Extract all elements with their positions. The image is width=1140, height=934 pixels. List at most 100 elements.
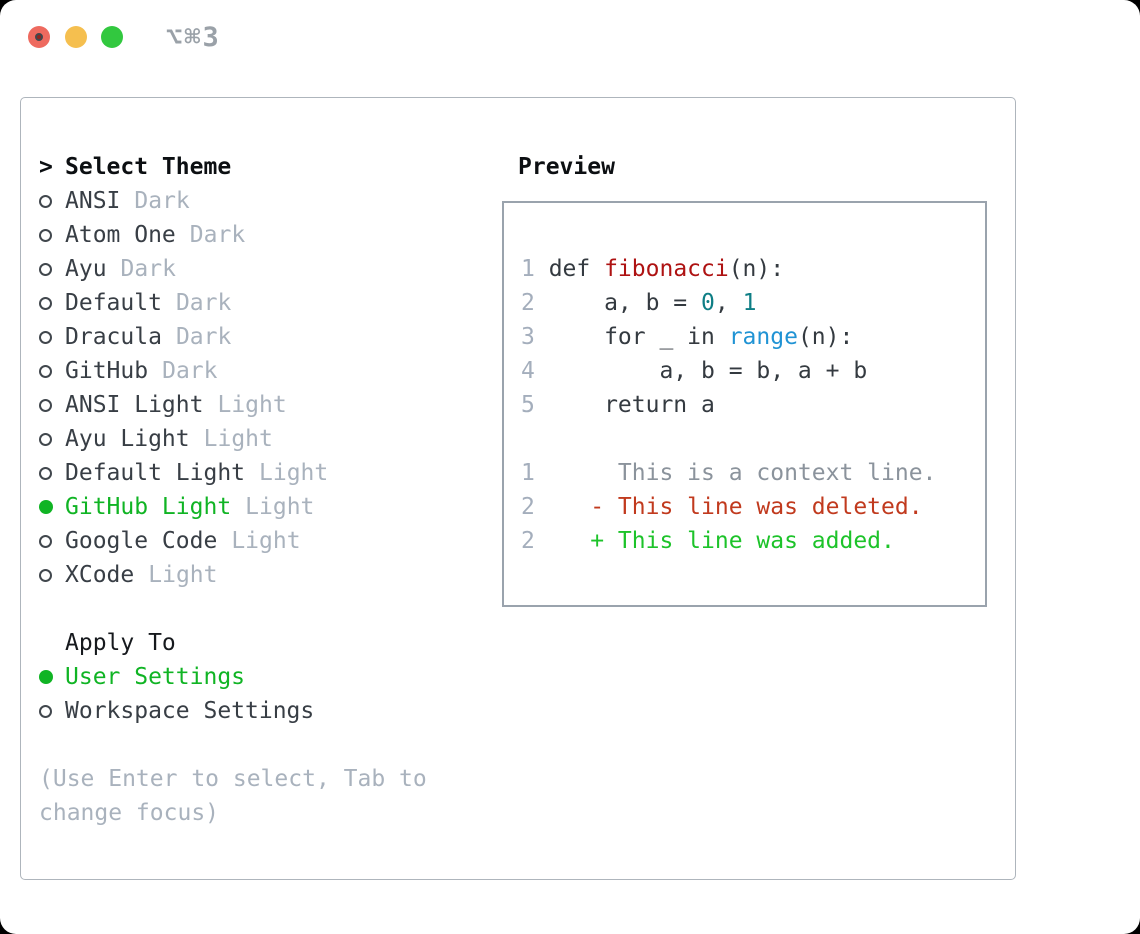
theme-name: GitHub <box>65 358 149 384</box>
line-number: 1 <box>521 460 535 486</box>
window-title: ⌥⌘3 <box>166 22 221 53</box>
theme-option-dracula[interactable]: Dracula Dark <box>39 320 509 354</box>
theme-option-github-light[interactable]: GitHub Light Light <box>39 490 509 524</box>
radio-unselected-icon <box>39 568 52 582</box>
apply-option-label: Workspace Settings <box>65 698 315 724</box>
radio-unselected-icon <box>39 398 52 412</box>
radio-unselected-icon <box>39 466 52 480</box>
theme-variant-tag: Dark <box>175 290 232 316</box>
theme-option-ansi-light[interactable]: ANSI Light Light <box>39 388 509 422</box>
theme-name: Google Code <box>65 528 218 554</box>
close-dot-icon <box>35 33 43 41</box>
line-number: 5 <box>521 392 535 418</box>
code-token: This is a context line. <box>548 460 937 486</box>
code-token: (n): <box>728 256 785 282</box>
apply-option-workspace-settings[interactable]: Workspace Settings <box>39 694 509 728</box>
select-theme-header: > Select Theme <box>39 150 509 184</box>
preview-title: Preview <box>518 154 615 180</box>
code-line: 3 for _ in range(n): <box>521 320 985 354</box>
theme-variant-tag: Light <box>245 494 315 520</box>
line-number: 3 <box>521 324 535 350</box>
code-token: + This line was added. <box>548 528 895 554</box>
apply-to-header: Apply To <box>39 626 509 660</box>
line-number: 4 <box>521 358 535 384</box>
theme-variant-tag: Light <box>259 460 329 486</box>
code-line: 5 return a <box>521 388 985 422</box>
traffic-light-minimize-icon[interactable] <box>65 26 87 48</box>
radio-unselected-icon <box>39 432 52 446</box>
code-token: , <box>714 290 743 316</box>
radio-unselected-icon <box>39 194 52 208</box>
theme-name: Ayu Light <box>65 426 190 452</box>
radio-unselected-icon <box>39 296 52 310</box>
code-token: 1 <box>742 290 757 316</box>
theme-name: Default Light <box>65 460 246 486</box>
radio-unselected-icon <box>39 364 52 378</box>
theme-name: ANSI <box>65 188 121 214</box>
theme-name: XCode <box>65 562 135 588</box>
code-token: a, b = b, a + b <box>548 358 868 384</box>
hint-text: (Use Enter to select, Tab to change focu… <box>39 766 427 826</box>
code-line: 2 a, b = 0, 1 <box>521 286 985 320</box>
spacer <box>39 728 509 762</box>
code-token: range <box>728 324 798 350</box>
traffic-light-close-icon[interactable] <box>28 26 50 48</box>
apply-to-title: Apply To <box>65 630 176 656</box>
code-token: for _ in <box>548 324 729 350</box>
radio-unselected-icon <box>39 534 52 548</box>
theme-option-xcode[interactable]: XCode Light <box>39 558 509 592</box>
code-token: 0 <box>701 290 715 316</box>
line-number: 2 <box>521 528 535 554</box>
spacer <box>39 592 509 626</box>
theme-variant-tag: Dark <box>189 222 246 248</box>
code-line: 2 + This line was added. <box>521 524 985 558</box>
theme-variant-tag: Light <box>203 426 273 452</box>
theme-name: Dracula <box>65 324 162 350</box>
line-number: 2 <box>521 290 535 316</box>
code-line: 1 This is a context line. <box>521 456 985 490</box>
theme-option-ayu[interactable]: Ayu Dark <box>39 252 509 286</box>
theme-variant-tag: Dark <box>120 256 176 282</box>
theme-variant-tag: Light <box>217 392 287 418</box>
theme-option-default-light[interactable]: Default Light Light <box>39 456 509 490</box>
radio-unselected-icon <box>39 330 52 344</box>
theme-variant-tag: Dark <box>175 324 232 350</box>
theme-option-default[interactable]: Default Dark <box>39 286 509 320</box>
code-token: a, b = <box>548 290 702 316</box>
theme-name: Ayu <box>65 256 107 282</box>
traffic-light-zoom-icon[interactable] <box>101 26 123 48</box>
cursor-arrow-icon: > <box>39 154 53 180</box>
code-line: 4 a, b = b, a + b <box>521 354 985 388</box>
theme-option-ayu-light[interactable]: Ayu Light Light <box>39 422 509 456</box>
line-number: 1 <box>521 256 535 282</box>
code-line: 2 - This line was deleted. <box>521 490 985 524</box>
titlebar: ⌥⌘3 <box>0 0 1140 74</box>
code-token: fibonacci <box>604 256 729 282</box>
theme-name: ANSI Light <box>65 392 204 418</box>
radio-unselected-icon <box>39 262 52 276</box>
radio-unselected-icon <box>39 704 52 718</box>
theme-name: GitHub Light <box>65 494 232 520</box>
code-line <box>521 422 985 456</box>
radio-selected-icon <box>39 670 53 684</box>
select-theme-title: Select Theme <box>65 154 232 180</box>
theme-name: Default <box>65 290 162 316</box>
apply-option-label: User Settings <box>65 664 246 690</box>
code-token: (n): <box>797 324 854 350</box>
apply-option-user-settings[interactable]: User Settings <box>39 660 509 694</box>
theme-variant-tag: Light <box>148 562 218 588</box>
code-token: - This line was deleted. <box>548 494 923 520</box>
